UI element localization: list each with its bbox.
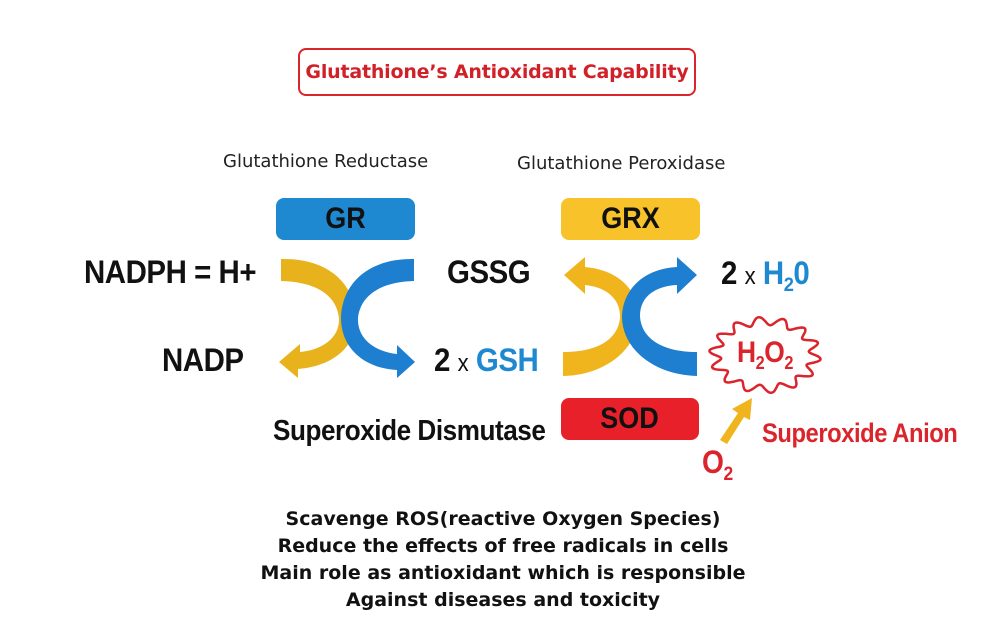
nadph-label: NADPH = H+ [84, 254, 257, 290]
grx-badge-text: GRX [601, 202, 660, 235]
left-yellow-arrow-icon [279, 258, 357, 378]
nadp-label: NADP [162, 342, 244, 378]
left-blue-arrow-icon [340, 258, 415, 378]
oxygen-label: O2 [702, 444, 733, 485]
hydrogen-peroxide-burst-icon [708, 315, 822, 395]
gr-badge-text: GR [325, 202, 366, 235]
title-text: Glutathione’s Antioxidant Capability [305, 61, 689, 83]
gr-badge: GR [276, 198, 415, 240]
grx-badge: GRX [561, 198, 700, 240]
superoxide-to-peroxide-arrow-icon [720, 398, 752, 444]
sod-badge-text: SOD [600, 402, 660, 435]
summary-line-4: Against diseases and toxicity [345, 589, 661, 611]
water-label: 2 x H20 [721, 255, 810, 296]
glutathione-peroxidase-label: Glutathione Peroxidase [517, 153, 726, 174]
superoxide-dismutase-label: Superoxide Dismutase [273, 415, 546, 447]
water-formula: H20 [762, 255, 810, 296]
gsh-coefficient: 2 [434, 342, 450, 378]
gsh-label: 2 x GSH [434, 342, 539, 379]
summary-line-1: Scavenge ROS(reactive Oxygen Species) [285, 508, 721, 530]
superoxide-anion-label: Superoxide Anion [762, 418, 958, 448]
water-times: x [744, 263, 756, 290]
right-blue-arrow-icon [622, 257, 697, 376]
gsh-times: x [457, 350, 469, 377]
sod-badge: SOD [561, 398, 699, 440]
glutathione-reductase-label: Glutathione Reductase [223, 151, 429, 172]
diagram-title: Glutathione’s Antioxidant Capability [298, 48, 696, 96]
summary-line-2: Reduce the effects of free radicals in c… [277, 535, 729, 557]
gssg-label: GSSG [447, 254, 531, 290]
gsh-species: GSH [475, 342, 539, 378]
hydrogen-peroxide-label: H2O2 [737, 336, 794, 373]
water-coefficient: 2 [721, 255, 737, 291]
right-yellow-arrow-icon [563, 257, 639, 376]
summary-line-3: Main role as antioxidant which is respon… [260, 562, 746, 584]
summary-text: Scavenge ROS(reactive Oxygen Species) Re… [0, 506, 1006, 614]
